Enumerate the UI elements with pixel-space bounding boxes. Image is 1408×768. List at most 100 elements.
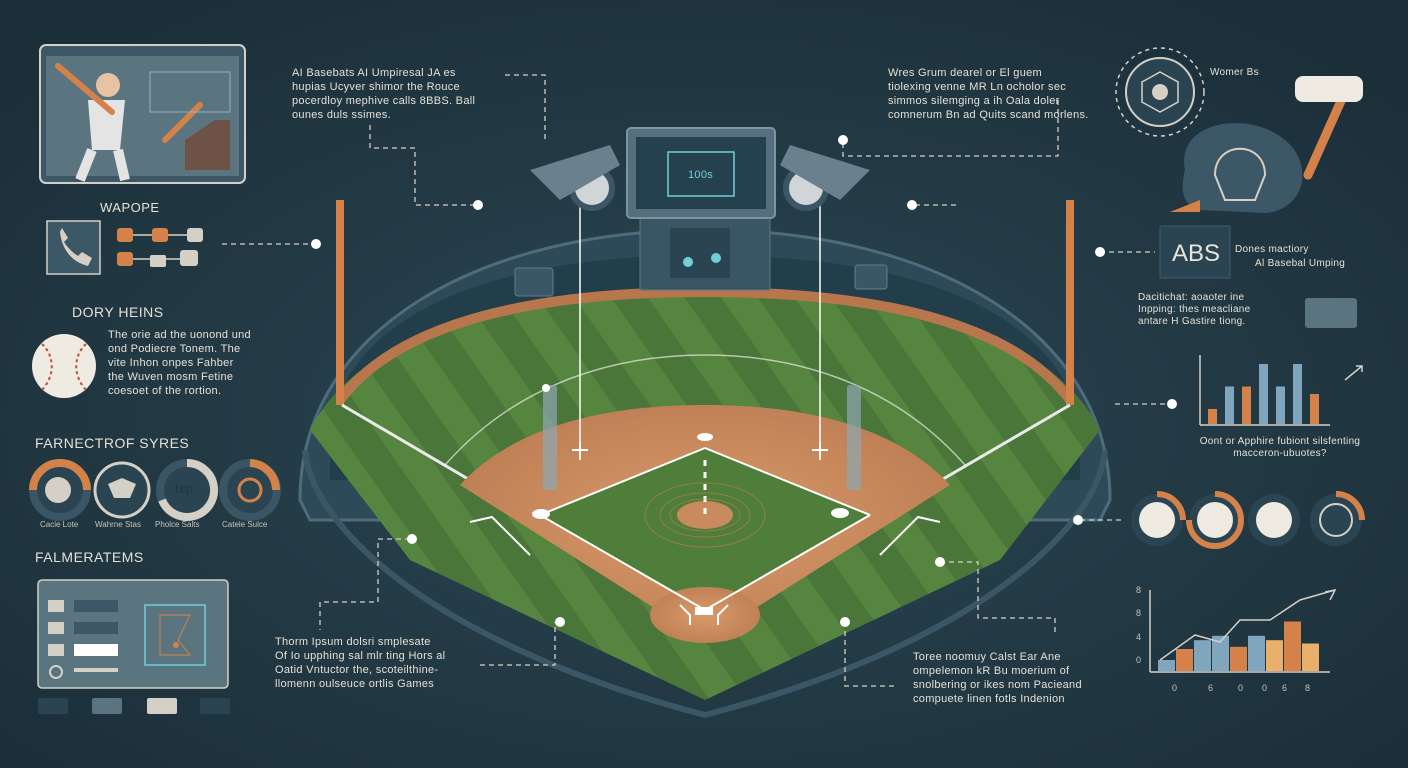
- bar: [1194, 640, 1211, 671]
- data-dot-left: [683, 257, 693, 267]
- small-stat-box: [1305, 298, 1357, 328]
- bar: [1276, 386, 1285, 424]
- sensor-pole-left: [543, 385, 557, 490]
- gauges: [29, 458, 281, 521]
- bar: [1310, 394, 1319, 424]
- gauge-4: [219, 459, 281, 521]
- sensor-badge: [1115, 47, 1205, 137]
- sensor-target-left: [572, 442, 588, 460]
- panel-buttons: [38, 698, 230, 714]
- pitchers-mound: [677, 501, 733, 529]
- base-path-left: [539, 447, 706, 516]
- tracking-rings: [644, 482, 766, 548]
- catcher-helmet-icon: [1170, 123, 1303, 213]
- batter-legs: [75, 148, 130, 182]
- warning-track: [336, 286, 1074, 404]
- gauge-3: [156, 458, 219, 521]
- base-path-home-left: [539, 514, 706, 611]
- ball-4: [1310, 491, 1365, 546]
- chart2-ytick-1: 8: [1136, 585, 1142, 595]
- chart2-xtick-4: 0: [1262, 683, 1268, 693]
- chart2-ytick-3: 4: [1136, 632, 1142, 642]
- chart2-xtick-5: 6: [1282, 683, 1288, 693]
- bar: [1225, 386, 1234, 424]
- falmeratems-title: FALMERATEMS: [35, 549, 144, 565]
- leader-dots: [311, 135, 1177, 627]
- camera-right-housing: [780, 145, 870, 200]
- foul-pole-left: [336, 200, 344, 405]
- batter-body: [88, 100, 125, 150]
- gauge-1: [29, 459, 91, 521]
- bar: [1266, 640, 1283, 671]
- bat-and-ball-icon: [1295, 76, 1363, 180]
- sensor-pole-right: [847, 385, 861, 490]
- phone-icon-box: [46, 220, 101, 275]
- chart-1-trend-arrow: [1344, 365, 1363, 381]
- second-base: [697, 433, 713, 441]
- bar: [1259, 364, 1268, 424]
- base-path-right: [704, 447, 871, 516]
- coach-box-left: [469, 515, 531, 556]
- outer-field-rim: [302, 449, 1108, 719]
- chart-2-trend-arrow: [1324, 588, 1337, 601]
- chart2-xtick-2: 6: [1208, 683, 1214, 693]
- foul-pole-right: [1066, 200, 1074, 405]
- chart2-xtick-6: 8: [1305, 683, 1311, 693]
- ball-3: [1248, 494, 1300, 546]
- gauge-center-text: Isp: [175, 481, 194, 496]
- batter-head: [96, 73, 120, 97]
- ball-2: [1186, 491, 1244, 549]
- wapope-title: WAPOPE: [100, 200, 160, 215]
- camera-rig: [530, 127, 870, 291]
- scoreboard-right: [854, 264, 888, 290]
- dory-title: DORY HEINS: [72, 304, 164, 320]
- abs-label: ABS: [1172, 240, 1221, 267]
- wapope-flow: [46, 220, 203, 275]
- camera-left-housing: [530, 145, 620, 200]
- batters-box: [679, 604, 729, 625]
- gauge-label-3: Pholce Salts: [155, 520, 200, 529]
- bat-icon: [55, 63, 115, 115]
- software-panel: [37, 579, 229, 689]
- chart-1: [1199, 355, 1363, 426]
- bar: [1284, 621, 1301, 671]
- ball-1: [1131, 491, 1186, 546]
- abs-sub2: Al Basebal Umping: [1255, 258, 1346, 269]
- bar: [1212, 635, 1229, 671]
- abs-sub1: Dones mactiory: [1235, 244, 1309, 255]
- monitor-screen: [636, 137, 766, 209]
- chart-2-trend-line: [1159, 589, 1336, 661]
- gauge-2: [93, 461, 151, 519]
- data-grid: [670, 228, 730, 278]
- bat-icon-2: [162, 102, 203, 143]
- chart2-xtick-3: 0: [1238, 683, 1244, 693]
- stadium: [298, 195, 1112, 719]
- chart-2: [1149, 588, 1337, 673]
- right-baseballs: [1131, 491, 1365, 549]
- monitor-screen-text: 100s: [688, 169, 714, 181]
- gauge-label-2: Wahrne Stas: [95, 520, 141, 529]
- abs-box: [1159, 225, 1231, 279]
- bar: [1230, 646, 1247, 671]
- third-base: [532, 509, 550, 519]
- home-plate: [695, 607, 713, 615]
- monitor-target: [667, 151, 735, 197]
- arc-line: [444, 354, 966, 466]
- farnectrof-title: FARNECTROF SYRES: [35, 435, 190, 451]
- scoreboard-left: [514, 267, 554, 297]
- gauge-label-4: Catele Sulce: [222, 520, 268, 529]
- bar: [1158, 660, 1175, 671]
- sensor-target-right: [812, 442, 828, 460]
- baseball-icon: [32, 334, 96, 398]
- batter-card: [39, 44, 246, 184]
- base-path-home-right: [704, 514, 871, 611]
- coach-box-right: [879, 515, 941, 556]
